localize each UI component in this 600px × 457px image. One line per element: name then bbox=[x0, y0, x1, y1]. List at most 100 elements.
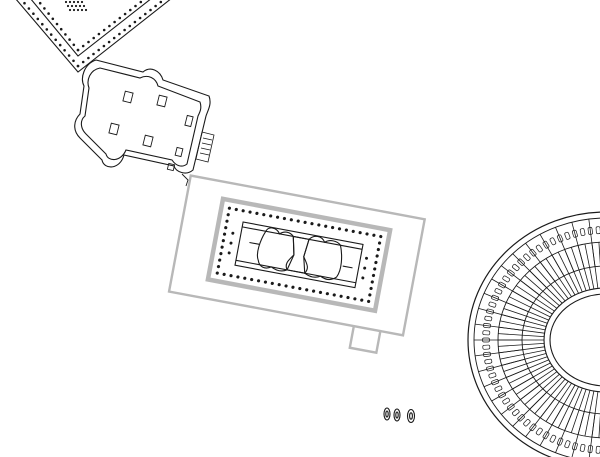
arcade-opening bbox=[512, 409, 520, 416]
column bbox=[311, 289, 316, 293]
colonnade-dot bbox=[84, 8, 88, 12]
radial-wall bbox=[570, 247, 587, 291]
column bbox=[379, 234, 383, 239]
column bbox=[222, 272, 226, 276]
arcade-opening bbox=[529, 248, 537, 257]
radial-wall bbox=[534, 266, 566, 302]
column bbox=[234, 207, 238, 212]
arcade-opening bbox=[595, 226, 600, 235]
radial-wall bbox=[524, 373, 560, 405]
column bbox=[289, 218, 293, 222]
arcade-opening bbox=[502, 397, 511, 405]
colonnade-dot bbox=[68, 0, 72, 4]
column bbox=[303, 220, 307, 224]
arcade-opening bbox=[579, 443, 586, 452]
radial-wall bbox=[478, 358, 526, 372]
column bbox=[248, 210, 252, 214]
arcade-opening bbox=[484, 358, 493, 365]
colonnade-dot bbox=[59, 27, 63, 31]
column bbox=[365, 232, 369, 236]
arcade-opening bbox=[486, 308, 495, 315]
column bbox=[263, 280, 268, 284]
arcade-opening bbox=[572, 442, 578, 451]
peristyle-columns bbox=[215, 206, 383, 304]
colonnade-dot bbox=[74, 4, 78, 8]
colonnade-dot bbox=[78, 4, 82, 8]
colonnade-dot bbox=[51, 17, 55, 21]
column bbox=[262, 213, 266, 217]
colonnade-dot bbox=[54, 38, 57, 42]
colonnade-dot bbox=[80, 0, 84, 4]
inner-column bbox=[229, 241, 233, 245]
colonnade-dot bbox=[97, 48, 100, 52]
arcade-opening bbox=[523, 419, 531, 427]
colonnade-dot bbox=[49, 33, 53, 36]
radial-wall bbox=[555, 408, 575, 453]
colonnade-dot bbox=[87, 40, 90, 44]
radial-wall bbox=[475, 323, 523, 331]
column bbox=[296, 219, 300, 223]
column bbox=[241, 209, 245, 213]
radial-wall bbox=[491, 278, 534, 304]
cella bbox=[234, 221, 364, 289]
colonnade-dot bbox=[64, 0, 68, 4]
colonnade-dot bbox=[82, 4, 86, 8]
colonnade-dot bbox=[159, 0, 163, 4]
arcade-opening bbox=[579, 228, 586, 237]
column bbox=[324, 224, 328, 228]
radial-wall bbox=[498, 333, 545, 337]
column bbox=[216, 265, 221, 269]
colonnade-dot bbox=[43, 7, 46, 10]
column bbox=[337, 227, 342, 231]
column bbox=[225, 219, 229, 223]
radial-wall bbox=[515, 285, 555, 312]
column bbox=[215, 271, 219, 275]
arcade-opening bbox=[517, 414, 525, 422]
column bbox=[284, 284, 288, 288]
arcade-opening bbox=[564, 231, 571, 240]
arcade-opening bbox=[482, 344, 491, 350]
column bbox=[256, 279, 261, 283]
column bbox=[373, 267, 377, 271]
arcade-opening bbox=[523, 253, 531, 261]
arcade-opening bbox=[498, 391, 506, 399]
colonnade-dot bbox=[154, 4, 157, 8]
colonnade-dot bbox=[92, 52, 95, 56]
radial-wall bbox=[525, 398, 556, 438]
arcade-opening bbox=[498, 281, 506, 289]
column bbox=[291, 285, 295, 289]
radial-wall bbox=[503, 356, 548, 372]
arcade-opening bbox=[483, 323, 491, 329]
colonnade-dot bbox=[68, 8, 72, 12]
arcade-opening bbox=[488, 372, 497, 379]
podium bbox=[205, 196, 393, 314]
colonnade-dot bbox=[112, 36, 116, 40]
column bbox=[346, 295, 350, 300]
radial-wall bbox=[500, 349, 546, 360]
colonnade-dot bbox=[138, 16, 142, 20]
arcade-opening bbox=[542, 240, 550, 249]
colonnade-dot bbox=[118, 16, 122, 20]
radial-substructures bbox=[474, 218, 600, 457]
colonnade-dot bbox=[123, 12, 127, 16]
colonnade-dot bbox=[123, 28, 126, 32]
colonnade-dot bbox=[63, 49, 66, 52]
arcade-opening bbox=[556, 437, 564, 446]
colonnade-dot bbox=[72, 0, 76, 4]
column bbox=[219, 252, 223, 256]
radial-wall bbox=[539, 234, 565, 277]
column bbox=[269, 214, 273, 218]
colonnade-dot bbox=[149, 8, 152, 12]
column-bases bbox=[383, 407, 416, 424]
radial-wall bbox=[498, 343, 545, 347]
column bbox=[370, 280, 374, 284]
column bbox=[255, 211, 259, 215]
colonnade-dot bbox=[72, 8, 76, 12]
column bbox=[377, 241, 382, 245]
column bbox=[305, 288, 309, 292]
outer-arcade-openings bbox=[482, 226, 600, 454]
column bbox=[218, 258, 222, 262]
colonnade-dot bbox=[129, 8, 132, 12]
radial-wall bbox=[557, 386, 579, 429]
colonnade-dot bbox=[80, 8, 84, 12]
